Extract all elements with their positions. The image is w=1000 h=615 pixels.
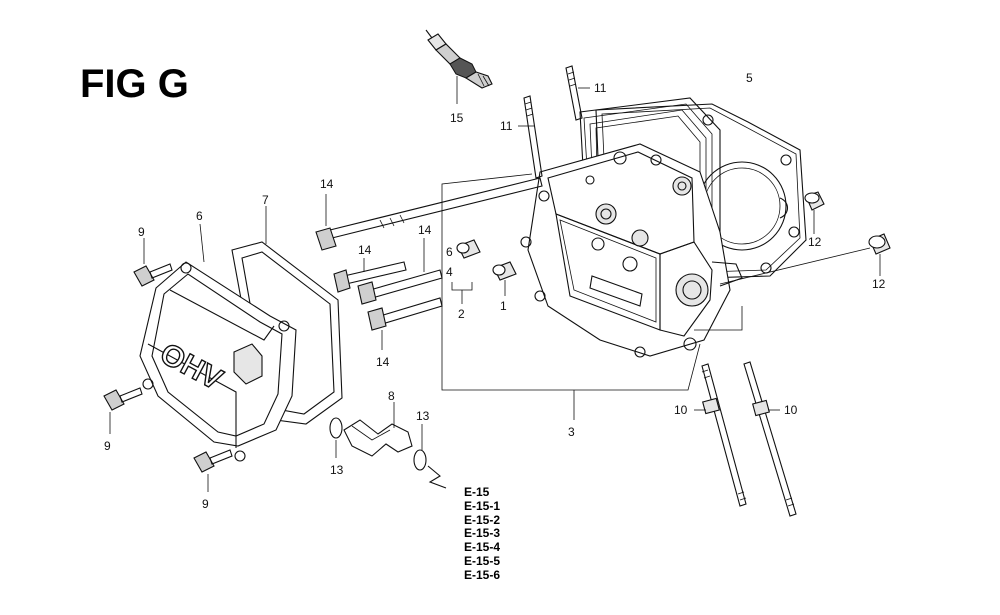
label-8: 8 [388,389,395,403]
label-5: 5 [746,71,753,85]
breather-tube [329,417,447,489]
label-10a: 10 [674,403,688,417]
label-14c: 14 [418,223,432,237]
reference-item: E-15-4 [464,540,501,555]
cylinder-head [520,143,743,358]
label-9a: 9 [138,225,145,239]
label-2: 2 [458,307,465,321]
figure-title: FIG G [80,62,189,106]
reference-item: E-15-1 [464,498,501,513]
bolt-long [315,177,543,251]
label-4: 4 [446,265,453,279]
label-11b: 11 [500,119,513,133]
valve-cover: OHV [139,261,297,462]
label-9c: 9 [202,497,209,511]
label-14b: 14 [358,243,372,257]
label-13b: 13 [416,409,430,423]
label-1: 1 [500,299,507,313]
reference-item: E-15-6 [464,567,501,582]
stud-bolts [523,65,583,179]
dowel-pins [804,191,891,255]
label-6b: 6 [446,245,453,259]
label-14a: 14 [320,177,334,191]
head-bolts [701,361,797,517]
label-12b: 12 [872,277,886,291]
small-pins [456,239,517,281]
label-13a: 13 [330,463,344,477]
bracket-3 [441,173,701,391]
reference-item: E-15-3 [464,526,501,541]
label-3: 3 [568,425,575,439]
reference-list: E-15 E-15-1 E-15-2 E-15-3 E-15-4 E-15-5 … [464,485,501,583]
label-7: 7 [262,193,269,207]
leader-6 [199,223,205,263]
spark-plug [425,29,493,89]
cover-bolts [103,263,233,473]
reference-item: E-15 [464,485,490,499]
label-14d: 14 [376,355,390,369]
label-9b: 9 [104,439,111,453]
reference-item: E-15-5 [464,553,501,568]
label-11a: 11 [594,81,607,95]
leader-12-head [719,247,871,285]
reference-item: E-15-2 [464,512,501,527]
bolts-short [333,261,443,331]
label-15: 15 [450,111,464,125]
bracket-10 [694,306,743,331]
label-10b: 10 [784,403,798,417]
label-6: 6 [196,209,203,223]
label-12a: 12 [808,235,822,249]
bracket-2 [451,282,473,291]
